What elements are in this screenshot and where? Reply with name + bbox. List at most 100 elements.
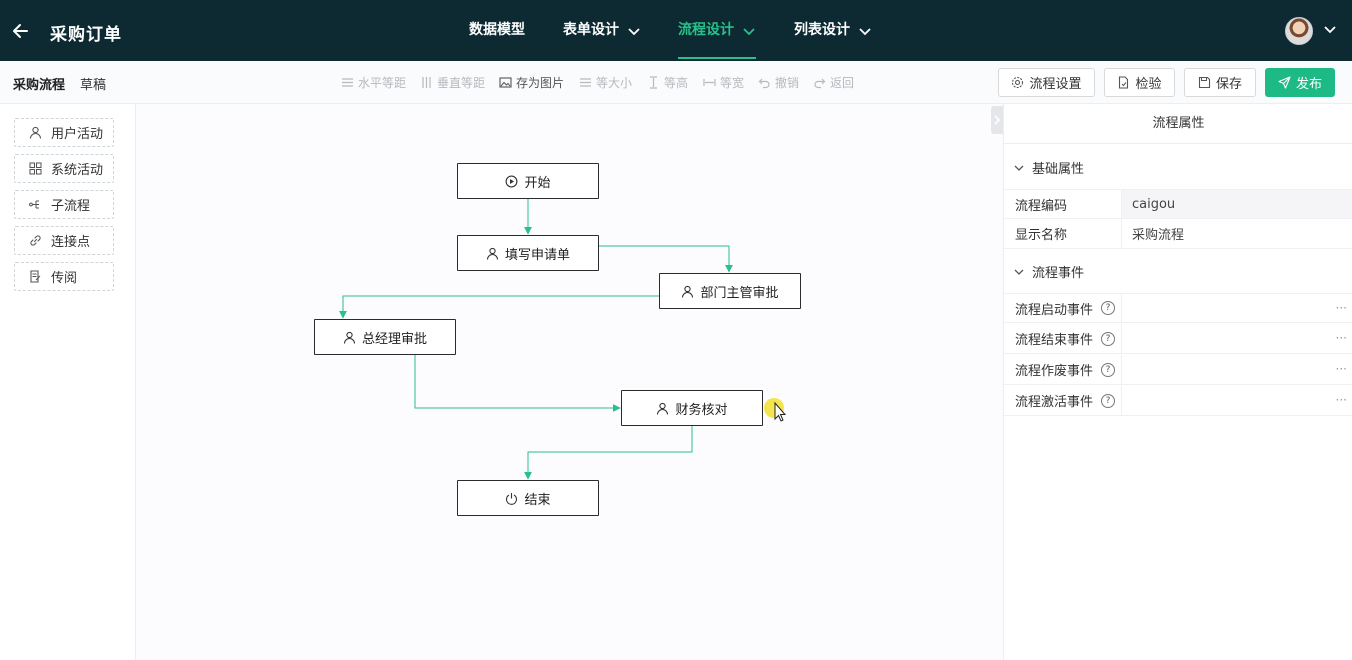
- tool-same-width[interactable]: 等宽: [703, 74, 744, 91]
- button-label: 检验: [1135, 77, 1162, 92]
- prop-row-start-event: 流程启动事件 ? ···: [1004, 293, 1352, 323]
- node-label: 结束: [524, 492, 551, 508]
- user-icon: [343, 331, 356, 344]
- chevron-down-icon[interactable]: [1322, 22, 1338, 38]
- flow-settings-button[interactable]: 流程设置: [998, 68, 1095, 97]
- tab-label: 流程设计: [678, 22, 734, 38]
- prop-label: 流程编码: [1004, 190, 1122, 218]
- help-icon[interactable]: ?: [1101, 301, 1116, 315]
- flow-edges: [339, 199, 733, 480]
- palette-item-connector[interactable]: 连接点: [14, 226, 114, 255]
- tool-save-as-image[interactable]: 存为图片: [499, 74, 564, 91]
- save-button[interactable]: 保存: [1184, 68, 1256, 97]
- prop-label: 流程作废事件 ?: [1004, 355, 1122, 384]
- tab-form-design[interactable]: 表单设计: [563, 0, 641, 61]
- chevron-down-icon: [1014, 269, 1024, 275]
- tab-flow-design[interactable]: 流程设计: [678, 0, 756, 61]
- prop-row-flow-code: 流程编码 caigou: [1004, 189, 1352, 219]
- flow-name: 采购流程: [13, 78, 66, 93]
- gear-icon: [1012, 76, 1024, 89]
- tool-same-size[interactable]: 等大小: [579, 74, 632, 91]
- palette-item-label: 连接点: [51, 235, 91, 250]
- prop-row-activate-event: 流程激活事件 ? ···: [1004, 386, 1352, 416]
- tool-label: 等宽: [720, 76, 745, 90]
- prop-label: 显示名称: [1004, 219, 1122, 248]
- prop-label-text: 流程激活事件: [1015, 395, 1094, 410]
- edge-finance-to-end[interactable]: [524, 426, 693, 480]
- palette-item-system-activity[interactable]: 系统活动: [14, 154, 114, 183]
- display-name-field[interactable]: 采购流程: [1132, 228, 1185, 243]
- node-label: 开始: [524, 175, 551, 191]
- node-label: 财务核对: [675, 402, 728, 418]
- tool-redo[interactable]: 返回: [813, 74, 854, 91]
- section-basic-properties[interactable]: 基础属性: [1014, 158, 1084, 177]
- help-icon[interactable]: ?: [1101, 393, 1116, 408]
- same-height-icon: [650, 76, 657, 89]
- tool-vertical-distribute[interactable]: 垂直等距: [420, 74, 485, 91]
- section-title: 流程事件: [1032, 266, 1085, 281]
- more-icon[interactable]: ···: [1335, 393, 1347, 407]
- tool-same-height[interactable]: 等高: [647, 74, 688, 91]
- node-palette: 用户活动 系统活动 子流程 连接点 传阅: [0, 104, 136, 660]
- start-event-field[interactable]: [1122, 294, 1352, 322]
- more-icon[interactable]: ···: [1335, 362, 1347, 376]
- flow-node-finance-check[interactable]: 财务核对: [621, 390, 763, 426]
- tool-label: 返回: [830, 76, 855, 90]
- flow-node-dept-approval[interactable]: 部门主管审批: [659, 273, 801, 309]
- palette-item-label: 用户活动: [51, 127, 104, 142]
- help-icon[interactable]: ?: [1101, 331, 1116, 346]
- end-event-field[interactable]: [1122, 324, 1352, 353]
- user-avatar[interactable]: [1285, 17, 1313, 45]
- tool-undo[interactable]: 撤销: [758, 74, 799, 91]
- button-label: 流程设置: [1029, 77, 1082, 92]
- app-title: 采购订单: [50, 25, 122, 45]
- power-icon: [506, 492, 518, 505]
- help-icon[interactable]: ?: [1101, 362, 1116, 377]
- section-title: 基础属性: [1032, 162, 1085, 177]
- document-icon: [30, 270, 41, 283]
- tool-label: 垂直等距: [437, 76, 486, 90]
- vertical-distribute-icon: [422, 77, 431, 88]
- flow-node-start[interactable]: 开始: [457, 163, 599, 199]
- user-icon: [657, 402, 669, 415]
- more-icon[interactable]: ···: [1335, 301, 1347, 315]
- tab-data-model[interactable]: 数据模型: [469, 0, 525, 61]
- flow-code-field[interactable]: caigou: [1122, 190, 1352, 218]
- properties-collapse-handle[interactable]: [991, 106, 1003, 134]
- flow-canvas[interactable]: 开始 填写申请单 部门主管审批 总经理审批 财务核对 结束: [136, 104, 1003, 660]
- redo-icon: [814, 78, 826, 89]
- activate-event-field[interactable]: [1122, 386, 1352, 415]
- palette-item-circulate[interactable]: 传阅: [14, 262, 114, 291]
- check-button[interactable]: 检验: [1104, 68, 1175, 97]
- tab-list-design[interactable]: 列表设计: [794, 0, 872, 61]
- same-width-icon: [703, 79, 716, 86]
- more-icon[interactable]: ···: [1335, 331, 1347, 345]
- document-check-icon: [1119, 76, 1129, 89]
- edge-gm-to-finance[interactable]: [414, 354, 621, 412]
- button-label: 保存: [1215, 77, 1242, 92]
- flow-node-gm-approval[interactable]: 总经理审批: [314, 319, 456, 355]
- edge-fill-to-dept[interactable]: [599, 245, 733, 273]
- tool-label: 存为图片: [516, 76, 565, 90]
- chevron-down-icon: [859, 27, 871, 35]
- image-icon: [499, 77, 512, 88]
- button-label: 发布: [1295, 77, 1322, 92]
- edge-dept-to-gm[interactable]: [339, 295, 659, 319]
- palette-item-subflow[interactable]: 子流程: [14, 190, 114, 219]
- tab-label: 表单设计: [563, 22, 619, 38]
- play-icon: [506, 175, 518, 187]
- node-label: 部门主管审批: [700, 285, 779, 301]
- section-flow-events[interactable]: 流程事件: [1014, 262, 1084, 281]
- publish-button[interactable]: 发布: [1265, 68, 1335, 97]
- back-arrow-icon[interactable]: [10, 18, 32, 44]
- flow-node-end[interactable]: 结束: [457, 480, 599, 516]
- palette-item-label: 系统活动: [51, 163, 104, 178]
- palette-item-user-activity[interactable]: 用户活动: [14, 118, 114, 147]
- palette-item-label: 传阅: [51, 271, 78, 286]
- flow-node-fill-application[interactable]: 填写申请单: [457, 235, 599, 271]
- grid-icon: [29, 162, 42, 175]
- void-event-field[interactable]: [1122, 355, 1352, 384]
- undo-icon: [758, 78, 770, 89]
- tool-label: 等高: [664, 76, 689, 90]
- tool-horizontal-distribute[interactable]: 水平等距: [341, 74, 406, 91]
